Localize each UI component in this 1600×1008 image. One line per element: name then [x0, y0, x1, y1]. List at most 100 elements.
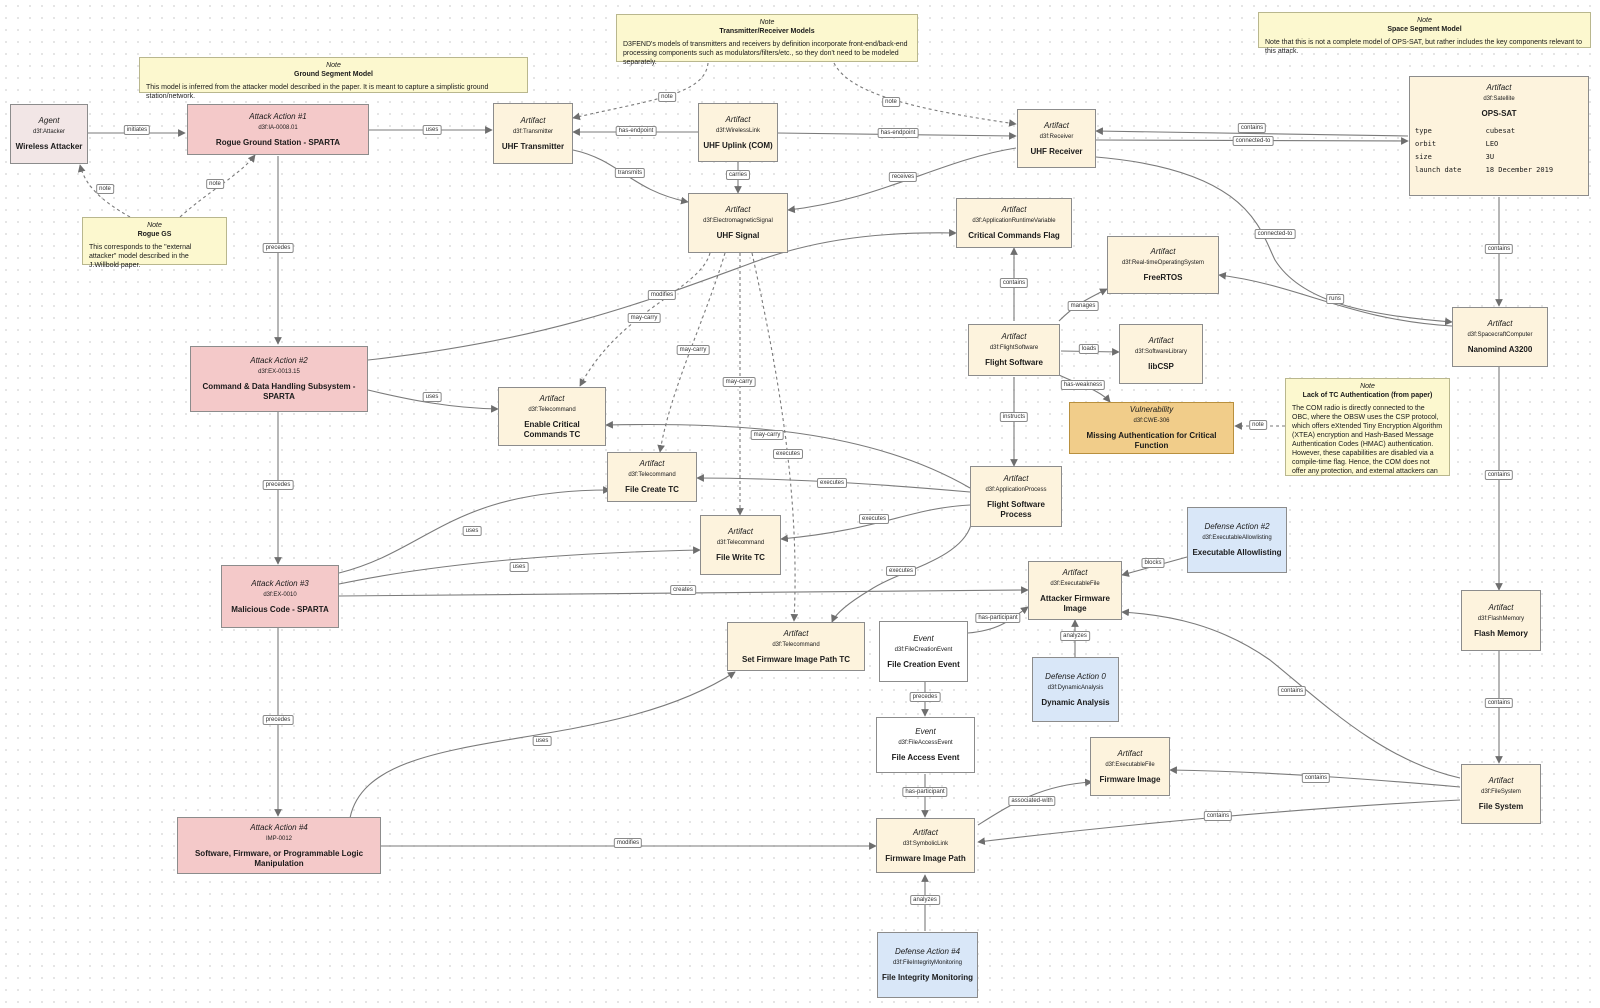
- node-wireless-attacker[interactable]: Agent d3f:Attacker Wireless Attacker: [10, 104, 88, 164]
- note-ground-segment: Note Ground Segment Model This model is …: [139, 57, 528, 100]
- node-file-write-tc[interactable]: Artifact d3f:Telecommand File Write TC: [700, 515, 781, 575]
- node-kind: Artifact: [520, 115, 546, 125]
- node-uhf-transmitter[interactable]: Artifact d3f:Transmitter UHF Transmitter: [493, 103, 573, 164]
- node-class: d3f:Receiver: [1039, 133, 1074, 140]
- edge-label-initiates: initiates: [123, 125, 151, 135]
- edge-label-analyzes: analyzes: [910, 895, 940, 905]
- node-nanomind-a3200[interactable]: Artifact d3f:SpacecraftComputer Nanomind…: [1452, 307, 1548, 367]
- node-label: Critical Commands Flag: [968, 231, 1060, 240]
- node-label: Rogue Ground Station - SPARTA: [215, 137, 341, 147]
- edge-label-has-endpoint: has-endpoint: [615, 126, 657, 136]
- node-class: d3f:Transmitter: [512, 128, 554, 135]
- note-rogue-gs: Note Rogue GS This corresponds to the "e…: [82, 217, 227, 269]
- note-body: D3FEND's models of transmitters and rece…: [623, 41, 908, 66]
- node-firmware-image-path[interactable]: Artifact d3f:SymbolicLink Firmware Image…: [876, 818, 975, 873]
- node-label: Command & Data Handling Subsystem - SPAR…: [202, 382, 356, 401]
- node-enable-critical-commands-tc[interactable]: Artifact d3f:Telecommand Enable Critical…: [498, 387, 606, 446]
- node-file-create-tc[interactable]: Artifact d3f:Telecommand File Create TC: [607, 452, 697, 502]
- node-label: Nanomind A3200: [1467, 345, 1533, 354]
- node-attack-action-4[interactable]: Attack Action #4 IMP-0012 Software, Firm…: [177, 817, 381, 874]
- edge-label-contains: contains: [1484, 698, 1514, 708]
- node-class: d3f:EX-0010: [263, 591, 297, 598]
- edge-label-has-participant: has-participant: [975, 613, 1021, 623]
- node-attack-action-3[interactable]: Attack Action #3 d3f:EX-0010 Malicious C…: [221, 565, 339, 628]
- node-kind: Artifact: [1117, 748, 1143, 758]
- node-attacker-firmware-image[interactable]: Artifact d3f:ExecutableFile Attacker Fir…: [1028, 561, 1122, 620]
- note-kind: Note: [147, 222, 162, 229]
- edge-exec-setfw: [831, 524, 972, 623]
- prop-key: type: [1415, 127, 1432, 135]
- note-transmitter-receiver: Note Transmitter/Receiver Models D3FEND'…: [616, 14, 918, 66]
- node-label: UHF Uplink (COM): [703, 140, 773, 150]
- node-uhf-signal[interactable]: Artifact d3f:ElectromagneticSignal UHF S…: [688, 193, 788, 253]
- node-kind: Artifact: [1062, 567, 1088, 577]
- note-body: This corresponds to the "external attack…: [89, 244, 192, 269]
- node-class: d3f:EX-0013.15: [258, 369, 300, 375]
- node-label: Attacker Firmware Image: [1040, 593, 1110, 613]
- node-flight-software[interactable]: Artifact d3f:FlightSoftware Flight Softw…: [968, 324, 1060, 376]
- node-label: File Create TC: [625, 485, 679, 494]
- edge-label-note: note: [882, 97, 900, 107]
- node-kind: Artifact: [1486, 83, 1512, 92]
- node-kind: Artifact: [1044, 120, 1069, 130]
- node-libcsp[interactable]: Artifact d3f:SoftwareLibrary libCSP: [1119, 324, 1203, 384]
- edge-uses-filecreate: [338, 486, 611, 574]
- node-attack-action-1[interactable]: Attack Action #1 d3f:IA-0008.01 Rogue Gr…: [187, 104, 369, 155]
- edge-label-precedes: precedes: [262, 715, 294, 725]
- node-uhf-uplink[interactable]: Artifact d3f:WirelessLink UHF Uplink (CO…: [698, 103, 778, 162]
- node-class: d3f:IA-0008.01: [258, 124, 298, 131]
- edge-label-has-weakness: has-weakness: [1060, 380, 1106, 390]
- node-kind: Vulnerability: [1129, 405, 1174, 414]
- node-label: Malicious Code - SPARTA: [231, 604, 329, 614]
- node-file-integrity-monitoring[interactable]: Defense Action #4 d3f:FileIntegrityMonit…: [877, 932, 978, 998]
- node-class: d3f:FlashMemory: [1477, 615, 1525, 622]
- note-kind: Note: [326, 62, 341, 69]
- node-class: d3f:SpacecraftComputer: [1467, 332, 1533, 338]
- node-label: OPS-SAT: [1481, 109, 1517, 118]
- node-dynamic-analysis[interactable]: Defense Action 0 d3f:DynamicAnalysis Dyn…: [1032, 657, 1119, 722]
- edge-label-has-endpoint: has-endpoint: [877, 128, 919, 138]
- node-firmware-image[interactable]: Artifact d3f:ExecutableFile Firmware Ima…: [1090, 737, 1170, 796]
- prop-key: launch date: [1415, 166, 1462, 174]
- node-label: Firmware Image: [1099, 774, 1161, 784]
- node-file-creation-event[interactable]: Event d3f:FileCreationEvent File Creatio…: [879, 621, 968, 682]
- node-kind: Artifact: [913, 827, 938, 837]
- edge-label-carries: carries: [725, 170, 751, 180]
- edge-label-contains: contains: [1277, 686, 1307, 696]
- edge-label-executes: executes: [885, 566, 917, 576]
- edge-label-uses: uses: [422, 125, 442, 135]
- note-title: Ground Segment Model: [294, 71, 373, 78]
- node-class: d3f:FileAccessEvent: [898, 740, 953, 746]
- node-uhf-receiver[interactable]: Artifact d3f:Receiver UHF Receiver: [1017, 109, 1096, 168]
- edge-label-may-carry: may-carry: [750, 430, 784, 440]
- node-set-firmware-image-path-tc[interactable]: Artifact d3f:Telecommand Set Firmware Im…: [727, 622, 865, 671]
- edge-label-executes: executes: [772, 449, 804, 459]
- edge-label-note: note: [96, 184, 114, 194]
- node-file-system[interactable]: Artifact d3f:FileSystem File System: [1461, 764, 1541, 824]
- node-executable-allowlisting[interactable]: Defense Action #2 d3f:ExecutableAllowlis…: [1187, 507, 1287, 573]
- edge-label-uses: uses: [509, 562, 529, 572]
- prop-key: size: [1415, 153, 1432, 161]
- node-freertos[interactable]: Artifact d3f:Real-timeOperatingSystem Fr…: [1107, 236, 1219, 294]
- node-file-access-event[interactable]: Event d3f:FileAccessEvent File Access Ev…: [876, 717, 975, 773]
- edge-label-transmits: transmits: [614, 168, 646, 178]
- node-label: Firmware Image Path: [885, 853, 966, 863]
- edge-fs-contains-attackerfw: [1121, 608, 1461, 779]
- node-flash-memory[interactable]: Artifact d3f:FlashMemory Flash Memory: [1461, 590, 1541, 651]
- edge-exec-filewrite: [780, 504, 971, 543]
- node-critical-commands-flag[interactable]: Artifact d3f:ApplicationRuntimeVariable …: [956, 198, 1072, 248]
- edge-note-txrx-rx: [833, 62, 1017, 127]
- note-body: The COM radio is directly connected to t…: [1292, 405, 1443, 475]
- node-attack-action-2[interactable]: Attack Action #2 d3f:EX-0013.15 Command …: [190, 346, 368, 412]
- node-class: d3f:CWE-306: [1133, 418, 1170, 424]
- note-body: This model is inferred from the attacker…: [146, 84, 489, 100]
- node-class: d3f:FlightSoftware: [989, 345, 1039, 351]
- node-flight-software-process[interactable]: Artifact d3f:ApplicationProcess Flight S…: [970, 466, 1062, 527]
- node-vulnerability-cwe-306[interactable]: Vulnerability d3f:CWE-306 Missing Authen…: [1069, 402, 1234, 454]
- edge-label-contains: contains: [1203, 811, 1233, 821]
